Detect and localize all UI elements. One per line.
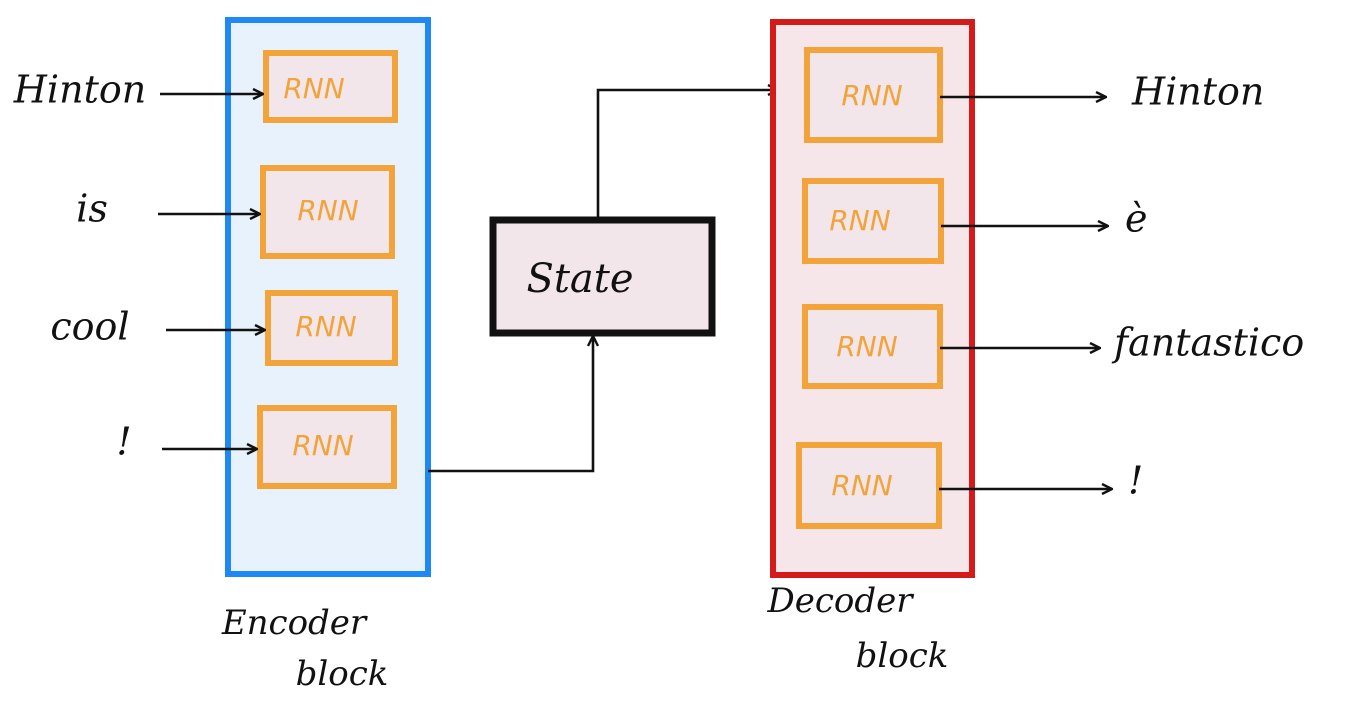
encoder-rnn-cell: RNN: [265, 290, 398, 366]
input-arrows: [158, 94, 265, 449]
encoder-caption-line2: block: [296, 654, 389, 694]
encoder-rnn-label: RNN: [292, 429, 353, 462]
input-word: is: [76, 187, 108, 231]
decoder-rnn-label: RNN: [836, 330, 897, 363]
encoder-rnn-cell: RNN: [257, 405, 397, 489]
encoder-rnn-box: [265, 290, 398, 366]
encoder-rnn-cell: RNN: [260, 165, 395, 259]
output-word: è: [1125, 197, 1148, 241]
decoder-rnn-box: [802, 304, 943, 389]
encoder-rnn-box: [257, 405, 397, 489]
decoder-caption-line1: Decoder: [766, 581, 914, 621]
encoder-to-state-arrow: [428, 336, 593, 473]
decoder-block: RNN RNN RNN RNN Decoder block: [766, 19, 975, 676]
decoder-outputs: Hinton è fantastico !: [1111, 70, 1304, 503]
decoder-rnn-label: RNN: [841, 79, 902, 112]
encoder-rnn-cell: RNN: [263, 50, 398, 123]
decoder-rnn-box: [804, 47, 943, 143]
decoder-caption-line2: block: [856, 636, 949, 676]
decoder-rnn-box: [796, 442, 942, 529]
state-node: State: [489, 216, 716, 337]
encoder-rnn-box: [263, 50, 398, 123]
decoder-rnn-cell: RNN: [802, 304, 943, 389]
input-word: cool: [50, 305, 129, 349]
output-arrows: [939, 97, 1112, 489]
state-box: [489, 216, 716, 337]
decoder-rnn-label: RNN: [831, 469, 892, 502]
encoder-rnn-box: [260, 165, 395, 259]
output-word: !: [1128, 459, 1143, 503]
output-word: Hinton: [1131, 70, 1264, 114]
decoder-rnn-cell: RNN: [802, 178, 944, 264]
input-word: Hinton: [13, 68, 146, 112]
input-word: !: [116, 420, 131, 464]
state-label: State: [526, 256, 633, 302]
decoder-rnn-label: RNN: [829, 204, 890, 237]
decoder-rnn-cell: RNN: [804, 47, 943, 143]
encoder-block: RNN RNN RNN RNN Encoder block: [221, 17, 431, 694]
encoder-caption-line1: Encoder: [221, 603, 368, 643]
output-word: fantastico: [1111, 321, 1304, 365]
state-to-decoder-arrow: [596, 90, 778, 218]
encoder-rnn-label: RNN: [297, 194, 358, 227]
decoder-rnn-cell: RNN: [796, 442, 942, 529]
decoder-rnn-box: [802, 178, 944, 264]
encoder-inputs: Hinton is cool !: [13, 68, 146, 464]
encoder-rnn-label: RNN: [295, 310, 356, 343]
encoder-rnn-label: RNN: [283, 72, 344, 105]
